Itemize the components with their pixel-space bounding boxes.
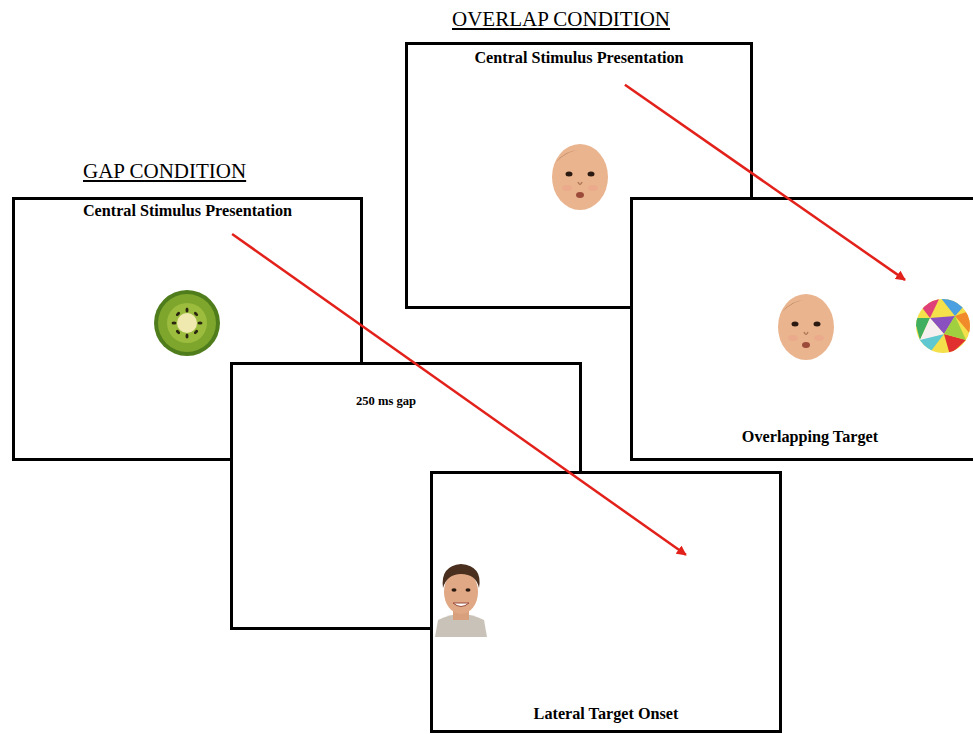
panel-caption: Central Stimulus Presentation xyxy=(18,202,357,221)
mosaic-target-image xyxy=(914,297,972,355)
screen-panel: Central Stimulus Presentation xyxy=(405,42,753,309)
condition-heading: OVERLAP CONDITION xyxy=(452,8,670,31)
screen-panel: Central Stimulus Presentation xyxy=(12,197,363,461)
baby-face-image xyxy=(552,144,608,210)
kiwi-image xyxy=(154,290,220,356)
screen-panel: Overlapping Target xyxy=(630,197,973,461)
condition-heading: GAP CONDITION xyxy=(83,160,246,183)
transition-arrow xyxy=(625,85,905,280)
screen-panel: 250 ms gap xyxy=(230,362,582,630)
panel-caption: Lateral Target Onset xyxy=(436,705,776,724)
screen-panel: Lateral Target Onset xyxy=(430,471,782,733)
adult-face-image xyxy=(435,563,487,637)
baby-face-image xyxy=(778,294,834,360)
panel-caption: Central Stimulus Presentation xyxy=(411,49,747,68)
panel-caption: Overlapping Target xyxy=(636,428,973,447)
transition-arrow xyxy=(232,234,686,555)
panel-caption: 250 ms gap xyxy=(236,394,536,408)
panel-frame xyxy=(432,473,781,732)
panel-frame xyxy=(632,199,973,460)
